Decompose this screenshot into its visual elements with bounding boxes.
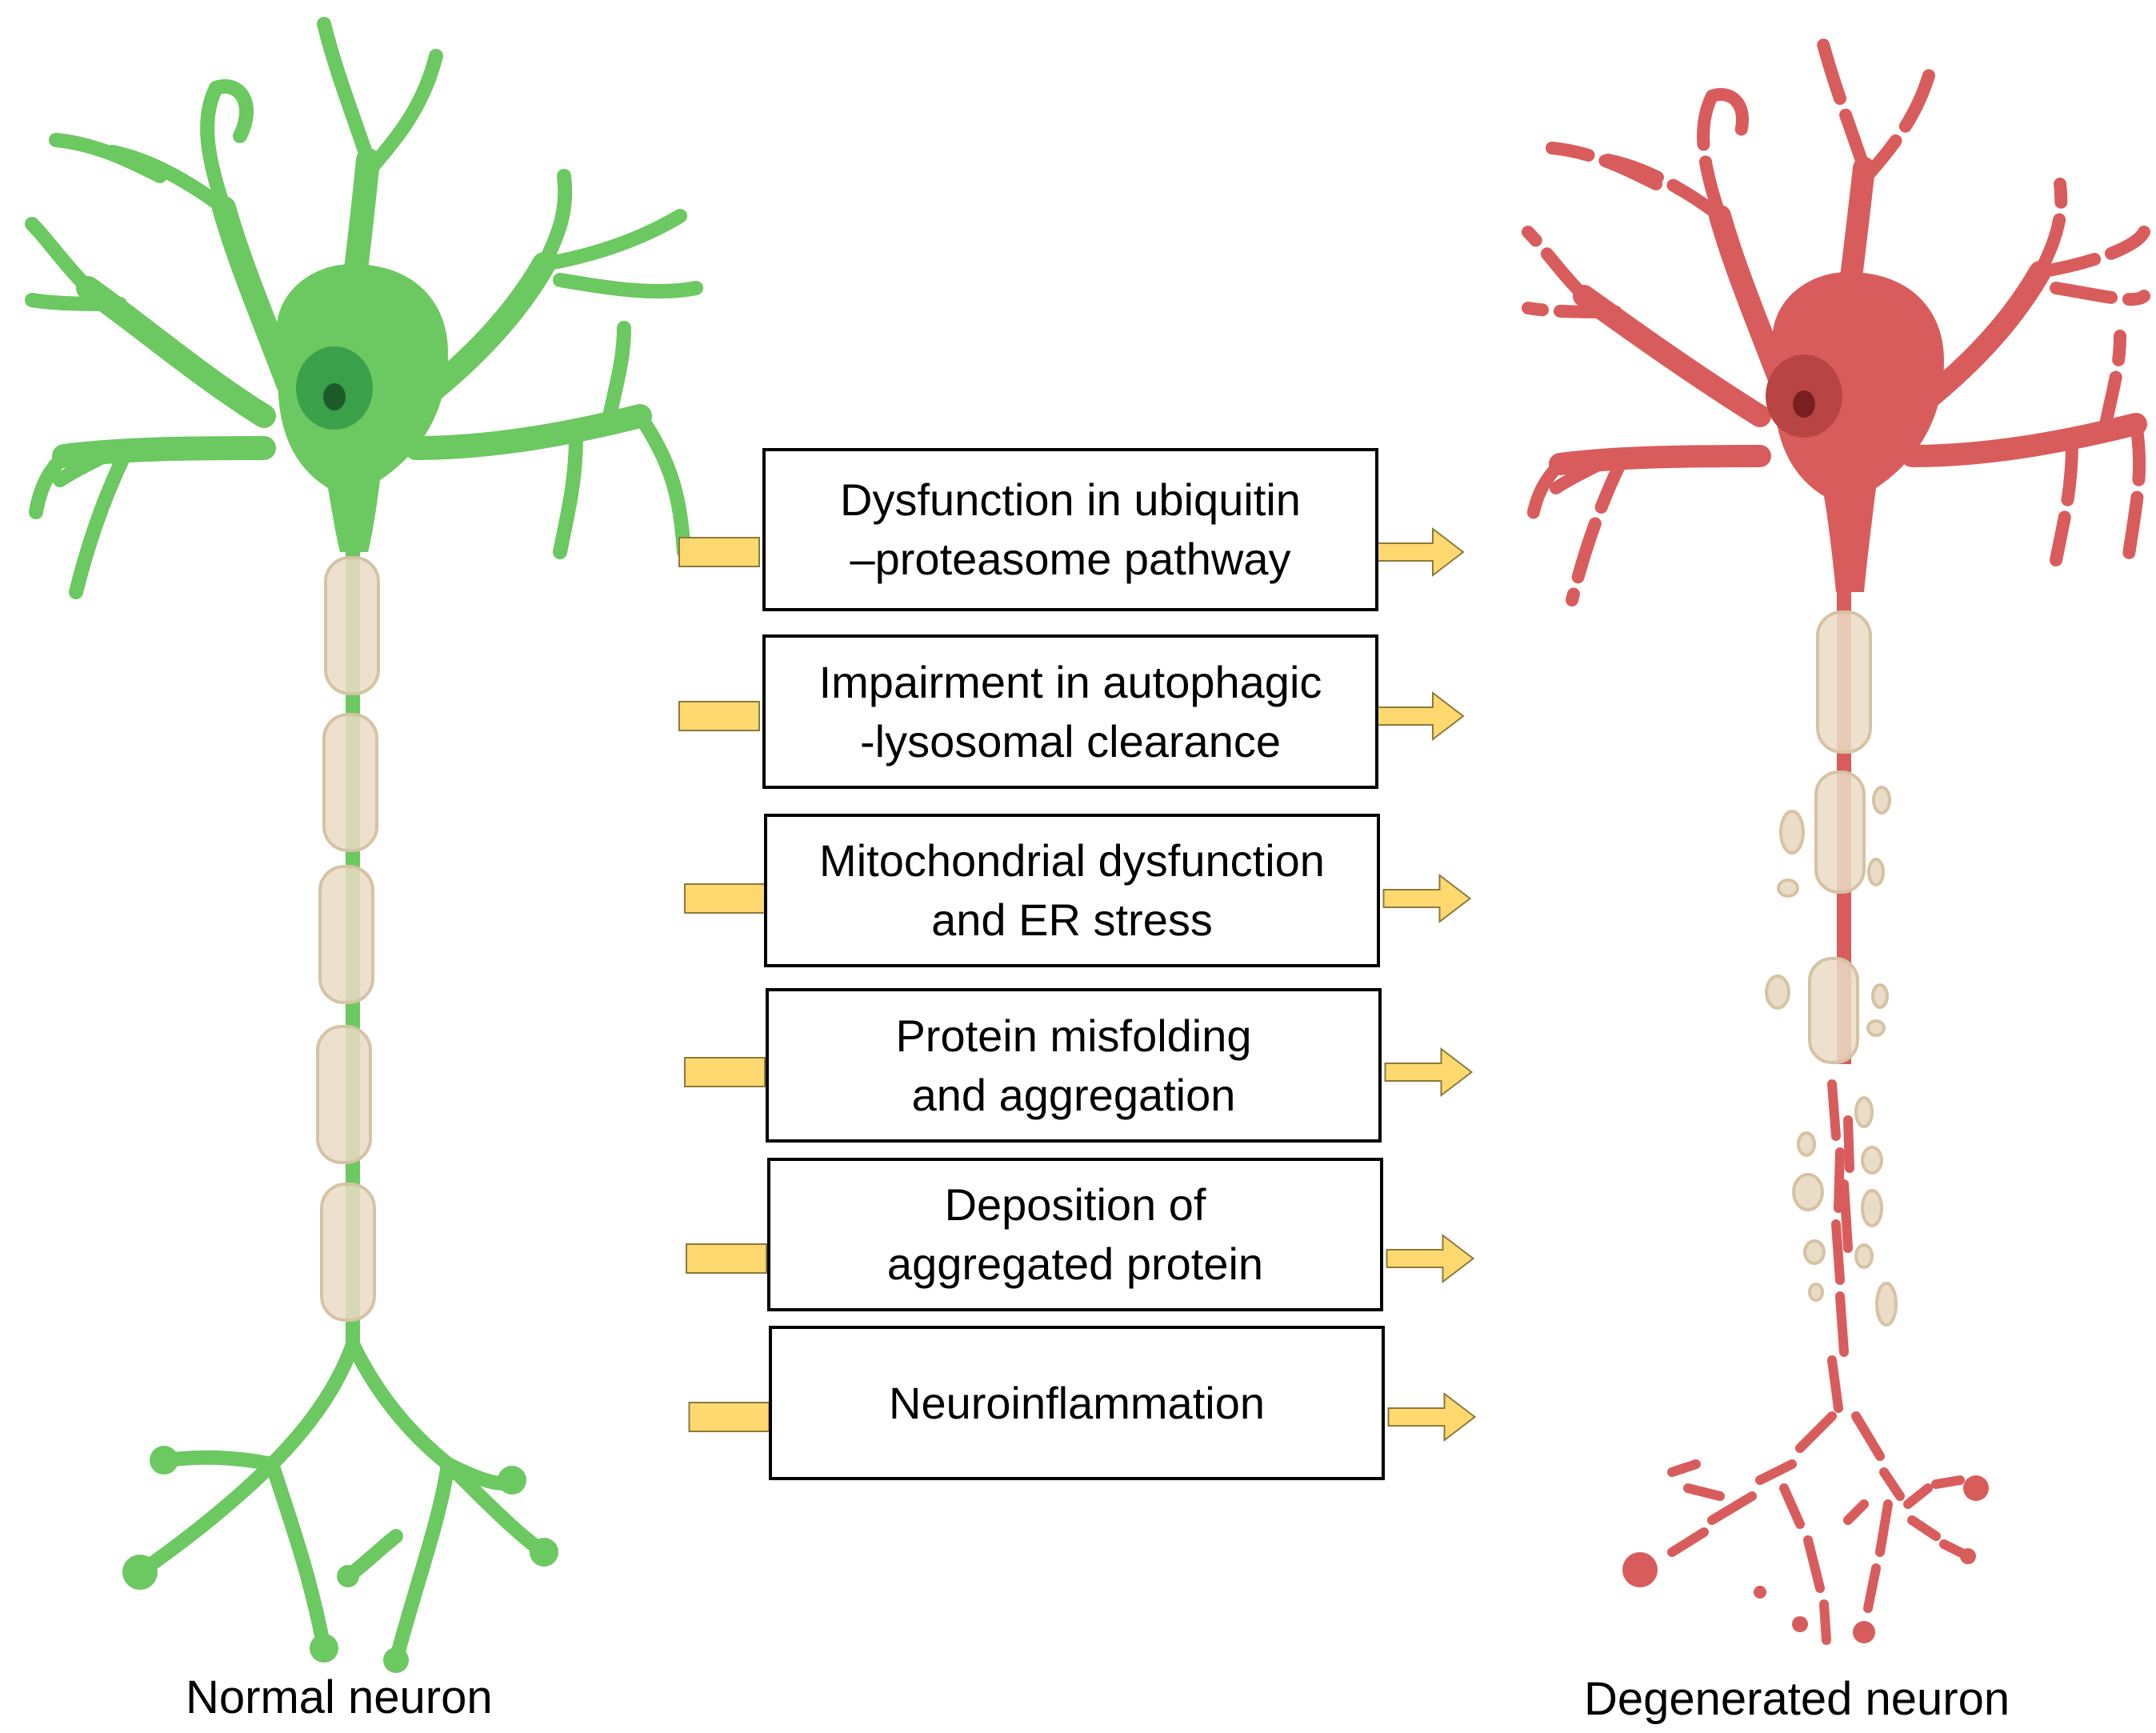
degenerated-neuron-nucleolus bbox=[1793, 390, 1815, 418]
mechanism-text: Impairment in autophagic -lysosomal clea… bbox=[818, 656, 1322, 766]
mechanism-box-protein-misfolding: Protein misfolding and aggregation bbox=[766, 988, 1382, 1143]
arrow-head bbox=[1384, 1047, 1473, 1097]
myelin-sheath bbox=[1808, 957, 1859, 1064]
myelin-sheath bbox=[316, 1025, 372, 1164]
mechanism-box-neuroinflammation: Neuroinflammation bbox=[769, 1326, 1385, 1480]
mechanism-box-mitochondrial-er-stress: Mitochondrial dysfunction and ER stress bbox=[764, 814, 1380, 967]
myelin-sheath bbox=[322, 713, 378, 852]
normal-neuron bbox=[25, 17, 703, 1673]
degenerated-neuron-terminal-fragments bbox=[1667, 1411, 1973, 1645]
arrow-head bbox=[1382, 874, 1471, 923]
arrow-stub bbox=[683, 883, 766, 915]
mechanism-text: Mitochondrial dysfunction and ER stress bbox=[819, 835, 1325, 945]
arrow-head bbox=[1387, 1392, 1476, 1442]
arrow-stub bbox=[678, 536, 761, 568]
degenerated-neuron-soma bbox=[1772, 272, 1944, 592]
degenerated-neuron-label: Degenerated neuron bbox=[1584, 1673, 2010, 1725]
mechanism-box-ubiquitin-proteasome: Dysfunction in ubiquitin –proteasome pat… bbox=[762, 448, 1378, 611]
degenerated-neuron bbox=[1522, 26, 2150, 1645]
mechanism-text: Dysfunction in ubiquitin –proteasome pat… bbox=[840, 474, 1301, 584]
mechanism-box-aggregated-protein-deposition: Deposition of aggregated protein bbox=[767, 1158, 1383, 1311]
arrow-stub bbox=[683, 1056, 766, 1088]
mechanism-box-autophagic-lysosomal: Impairment in autophagic -lysosomal clea… bbox=[762, 634, 1378, 789]
arrow-stub bbox=[685, 1243, 768, 1275]
degenerated-neuron-myelin-debris bbox=[1765, 786, 1898, 1327]
degenerated-neuron-axon-fragments bbox=[1827, 1079, 1854, 1413]
arrow-head bbox=[1375, 691, 1465, 741]
normal-neuron-terminal-boutons bbox=[122, 1446, 558, 1673]
arrow-head bbox=[1386, 1234, 1474, 1283]
mechanism-text: Neuroinflammation bbox=[889, 1377, 1265, 1428]
arrow-stub bbox=[678, 700, 761, 732]
myelin-sheath bbox=[1814, 770, 1866, 894]
normal-neuron-dendrites bbox=[25, 17, 703, 599]
normal-neuron-label: Normal neuron bbox=[186, 1671, 493, 1723]
arrow-stub bbox=[688, 1401, 770, 1433]
normal-neuron-axon-terminals bbox=[133, 1337, 551, 1667]
myelin-sheath bbox=[320, 1183, 376, 1322]
normal-neuron-nucleolus bbox=[323, 383, 346, 410]
normal-neuron-myelin-sheaths bbox=[316, 556, 380, 1322]
degenerated-neuron-myelin-sheaths bbox=[1808, 610, 1872, 1064]
mechanism-text: Protein misfolding and aggregation bbox=[895, 1010, 1252, 1120]
myelin-sheath bbox=[324, 556, 380, 695]
mechanism-text: Deposition of aggregated protein bbox=[886, 1179, 1264, 1289]
degenerated-neuron-terminal-boutons bbox=[1622, 1475, 1989, 1643]
myelin-sheath bbox=[1816, 610, 1872, 754]
arrow-head bbox=[1375, 527, 1465, 577]
degenerated-neuron-dendrites bbox=[1522, 26, 2150, 606]
myelin-sheath bbox=[318, 865, 374, 1004]
